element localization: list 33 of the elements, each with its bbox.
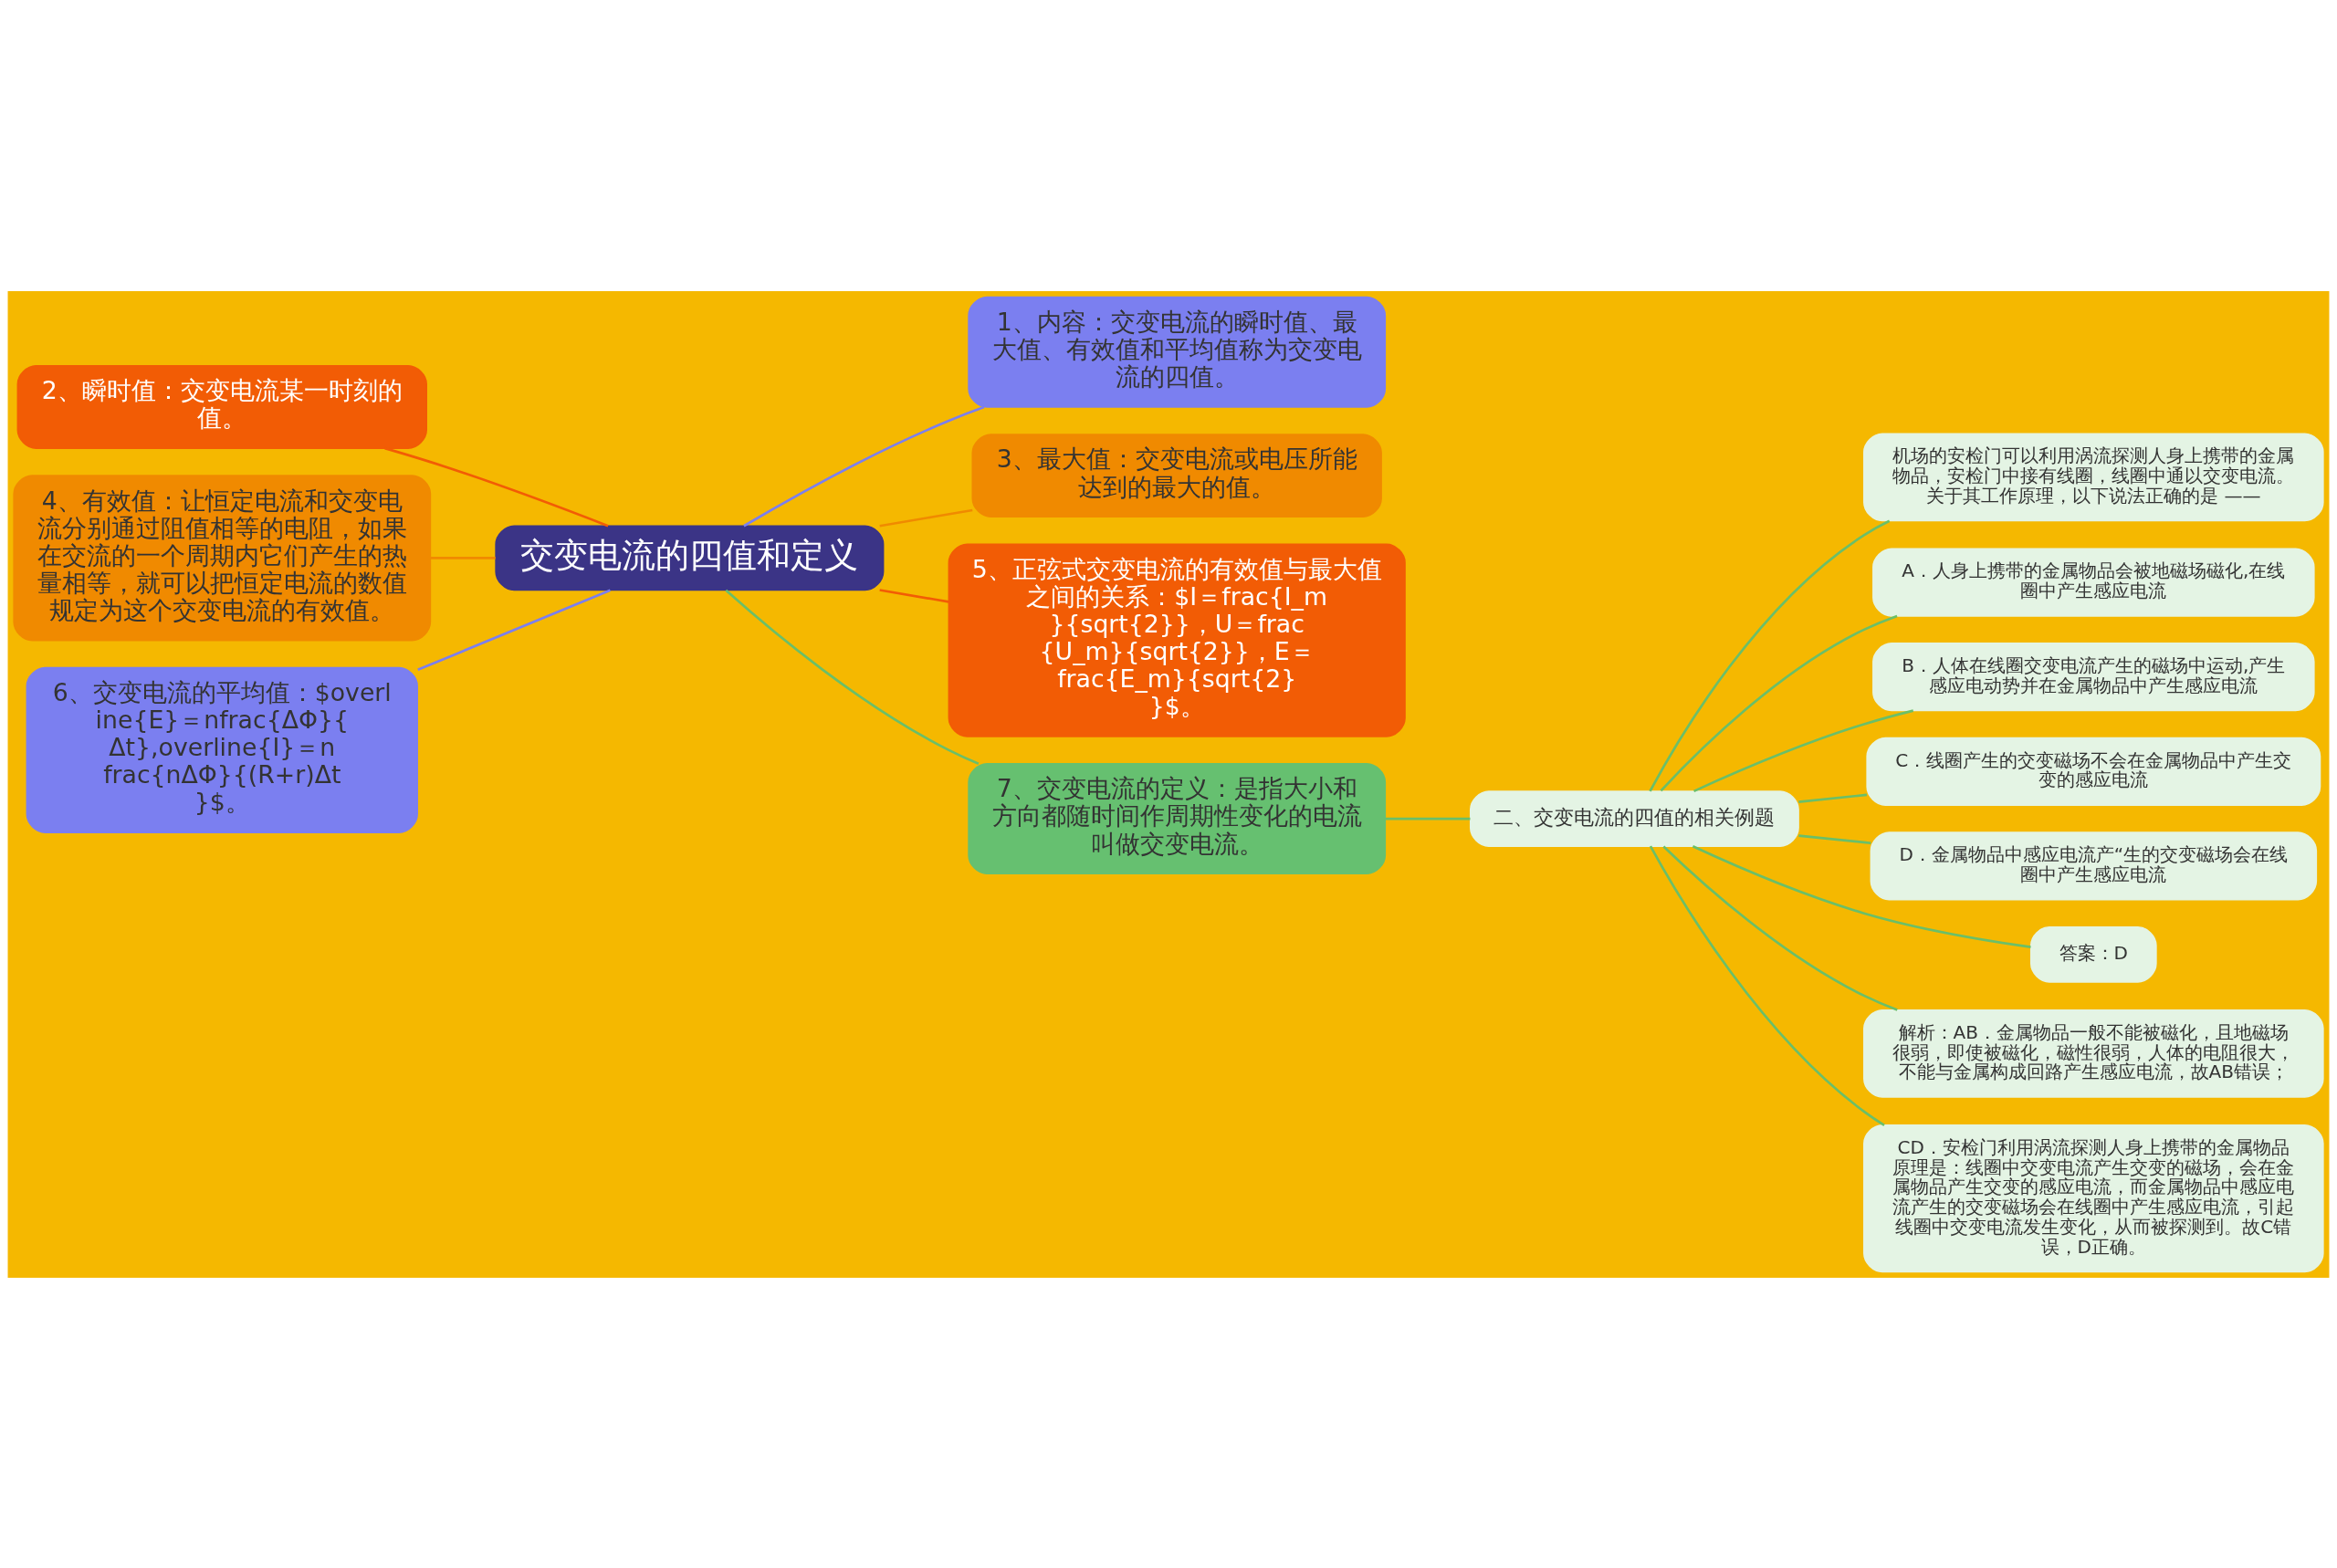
node-box: 交变电流的四值和定义 — [495, 524, 885, 591]
connector — [417, 588, 611, 671]
node-box: 5、正弦式交变电流的有效值与最大值之间的关系：$I＝frac{I_m}{sqrt{2}}，U＝frac{U_m}{sqrt{2}}，E＝frac{E_m}{sqrt{2}}$。 — [948, 543, 1406, 737]
node-box: 答案：D — [2030, 925, 2157, 983]
connector — [1385, 817, 1471, 820]
node-box: 3、最大值：交变电流或电压所能达到的最大的值。 — [971, 433, 1382, 517]
node-box: C．线圈产生的交变磁场不会在金属物品中产生交变的感应电流 — [1866, 737, 2321, 806]
connector — [1798, 833, 1871, 844]
connector — [725, 589, 980, 765]
connector — [1649, 845, 1885, 1126]
node-box: 二、交变电流的四值的相关例题 — [1470, 789, 1799, 847]
connector — [1798, 793, 1868, 803]
connector — [743, 405, 985, 527]
connector — [1649, 519, 1891, 792]
node-box: 解析：AB．金属物品一般不能被磁化，且地磁场很弱，即使被磁化，磁性很弱，人体的电阻很大，不能与金属构成回路产生感应电流，故AB错误； — [1863, 1009, 2324, 1098]
connector — [384, 446, 609, 527]
node-box: 4、有效值：让恒定电流和交变电流分别通过阻值相等的电阻，如果在交流的一个周期内它们产生的热量相等，就可以把恒定电流的数值规定为这个交变电流的有效值。 — [13, 474, 432, 641]
connector — [879, 508, 973, 528]
node-box: D．金属物品中感应电流产“生的交变磁场会在线圈中产生感应电流 — [1870, 831, 2318, 900]
node-box: 机场的安检门可以利用涡流探测人身上携带的金属物品，安检门中接有线圈，线圈中通以交变电流。关于其工作原理，以下说法正确的是 —— — [1863, 432, 2324, 521]
connector — [430, 556, 496, 559]
node-box: A．人身上携带的金属物品会被地磁场磁化,在线圈中产生感应电流 — [1872, 548, 2315, 617]
node-box: B．人体在线圈交变电流产生的磁场中运动,产生感应电动势并在金属物品中产生感应电流 — [1872, 642, 2315, 711]
connector — [1693, 708, 1914, 792]
connector — [879, 588, 949, 603]
connector — [1692, 844, 2031, 948]
connector — [1660, 614, 1898, 791]
node-box: CD．安检门利用涡流探测人身上携带的金属物品原理是：线圈中交变电流产生交变的磁场，会在金属物品产生交变的感应电流，而金属物品中感应电流产生的交变磁场会在线圈中产生感应电流，引起线圈中交变电流发生变化，从而被探测到。故C错误，D正确。 — [1863, 1124, 2324, 1272]
node-box: 6、交变电流的平均值：$overline{E}＝nfrac{ΔΦ}{Δt},overline{I}＝nfrac{nΔΦ}{(R+r)Δt}$。 — [26, 666, 418, 833]
node-box: 1、内容：交变电流的瞬时值、最大值、有效值和平均值称为交变电流的四值。 — [968, 296, 1387, 408]
node-box: 2、瞬时值：交变电流某一时刻的值。 — [16, 364, 427, 449]
node-box: 7、交变电流的定义：是指大小和方向都随时间作周期性变化的电流叫做交变电流。 — [968, 762, 1387, 874]
connector — [1662, 845, 1898, 1011]
